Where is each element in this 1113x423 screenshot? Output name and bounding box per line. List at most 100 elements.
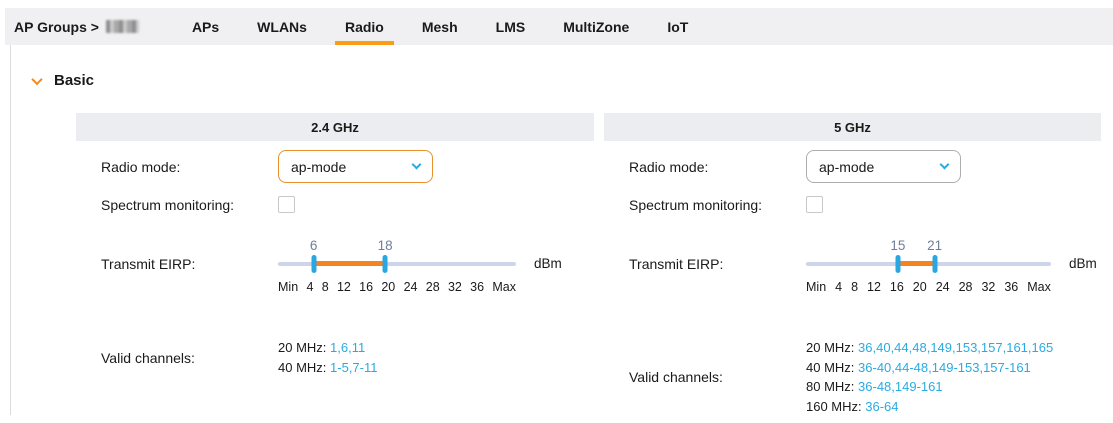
radio-mode-label: Radio mode: bbox=[629, 158, 709, 175]
transmit-eirp-label: Transmit EIRP: bbox=[101, 256, 196, 272]
valid-channels-label: Valid channels: bbox=[629, 369, 723, 385]
eirp-min-value: 6 bbox=[309, 238, 318, 253]
channel-row: 20 MHz: 36,40,44,48,149,153,157,161,165 bbox=[806, 338, 1053, 358]
slider-selected-range bbox=[897, 261, 935, 266]
channel-row: 40 MHz: 36-40,44-48,149-153,157-161 bbox=[806, 358, 1053, 378]
tick-label: Max bbox=[1027, 280, 1051, 294]
tick-label: 16 bbox=[889, 280, 904, 294]
radio-mode-row: Radio mode: ap-mode bbox=[604, 150, 1101, 183]
tick-label: 24 bbox=[935, 280, 950, 294]
radio-mode-value: ap-mode bbox=[291, 158, 347, 175]
radio-mode-select-5ghz[interactable]: ap-mode bbox=[806, 150, 961, 183]
spectrum-monitoring-label: Spectrum monitoring: bbox=[101, 196, 235, 213]
tab-iot[interactable]: IoT bbox=[667, 18, 689, 35]
panel-2-4ghz: 2.4 GHz Radio mode: ap-mode Spectrum mon… bbox=[76, 113, 594, 416]
channel-list-link[interactable]: 1,6,11 bbox=[330, 340, 366, 355]
channel-list-link[interactable]: 36-64 bbox=[865, 398, 899, 414]
channel-width-label: 20 MHz: bbox=[278, 340, 327, 355]
tick-label: 32 bbox=[447, 280, 462, 294]
transmit-eirp-control: 6 18 Min 4 8 12 16 20 24 28 bbox=[278, 231, 516, 294]
eirp-max-handle[interactable]: 18 bbox=[378, 238, 393, 273]
breadcrumb-redacted-group-name bbox=[105, 20, 139, 33]
eirp-min-value: 15 bbox=[890, 238, 906, 253]
panel-title-5ghz: 5 GHz bbox=[604, 113, 1101, 141]
section-basic-header[interactable]: Basic bbox=[31, 72, 1113, 89]
channel-width-label: 80 MHz: bbox=[806, 379, 855, 394]
valid-channels-row: Valid channels: 20 MHz: 36,40,44,48,149,… bbox=[604, 338, 1101, 416]
chevron-down-icon bbox=[411, 159, 422, 170]
tick-label: Max bbox=[492, 280, 516, 294]
radio-mode-row: Radio mode: ap-mode bbox=[76, 150, 594, 183]
tick-label: 28 bbox=[958, 280, 973, 294]
eirp-max-value: 21 bbox=[927, 238, 943, 253]
breadcrumb[interactable]: AP Groups > bbox=[14, 19, 139, 35]
channel-list-link[interactable]: 1-5,7-11 bbox=[330, 359, 378, 375]
tick-label: 20 bbox=[912, 280, 927, 294]
channel-list-link[interactable]: 36-48,149-161 bbox=[858, 379, 943, 394]
transmit-eirp-slider-24ghz[interactable]: 6 18 bbox=[278, 238, 516, 273]
eirp-max-value: 18 bbox=[377, 238, 393, 253]
panel-5ghz: 5 GHz Radio mode: ap-mode Spectrum monit… bbox=[604, 113, 1101, 416]
tick-label: 36 bbox=[470, 280, 485, 294]
tick-label: 16 bbox=[359, 280, 374, 294]
tick-label: 32 bbox=[981, 280, 996, 294]
tick-label: 20 bbox=[381, 280, 396, 294]
channel-list-link[interactable]: 36,40,44,48,149,153,157,161,165 bbox=[858, 340, 1054, 355]
radio-mode-select-24ghz[interactable]: ap-mode bbox=[278, 150, 433, 183]
channel-width-label: 20 MHz: bbox=[806, 340, 855, 355]
tick-label: 4 bbox=[306, 280, 314, 294]
breadcrumb-text: AP Groups > bbox=[14, 18, 99, 35]
tick-label: 8 bbox=[321, 280, 329, 294]
tabs: APs WLANs Radio Mesh LMS MultiZone IoT bbox=[173, 8, 707, 45]
transmit-eirp-row: Transmit EIRP: 6 18 Min 4 bbox=[76, 231, 594, 294]
tab-wlans[interactable]: WLANs bbox=[257, 18, 307, 35]
eirp-min-handle[interactable]: 15 bbox=[890, 238, 905, 273]
spectrum-monitoring-label: Spectrum monitoring: bbox=[629, 196, 763, 213]
radio-mode-label: Radio mode: bbox=[101, 158, 181, 175]
channel-width-label: 40 MHz: bbox=[806, 359, 855, 375]
valid-channels-label: Valid channels: bbox=[101, 349, 195, 366]
section-title: Basic bbox=[54, 72, 95, 89]
tick-label: 28 bbox=[425, 280, 440, 294]
spectrum-monitoring-row: Spectrum monitoring: bbox=[604, 196, 1101, 213]
tab-lms[interactable]: LMS bbox=[495, 18, 526, 35]
channel-row: 160 MHz: 36-64 bbox=[806, 397, 1053, 417]
tick-label: Min bbox=[278, 280, 299, 294]
radio-panels: 2.4 GHz Radio mode: ap-mode Spectrum mon… bbox=[76, 113, 1113, 416]
channel-width-label: 160 MHz: bbox=[806, 398, 862, 414]
chevron-down-icon bbox=[939, 159, 950, 170]
channel-row: 80 MHz: 36-48,149-161 bbox=[806, 377, 1053, 397]
eirp-unit-label: dBm bbox=[534, 256, 562, 271]
spectrum-monitoring-row: Spectrum monitoring: bbox=[76, 196, 594, 213]
panel-title-2-4ghz: 2.4 GHz bbox=[76, 113, 594, 141]
tab-multizone[interactable]: MultiZone bbox=[563, 18, 630, 35]
eirp-max-handle[interactable]: 21 bbox=[927, 238, 942, 273]
slider-track[interactable] bbox=[278, 262, 516, 266]
tab-radio[interactable]: Radio bbox=[334, 8, 394, 45]
channel-row: 20 MHz: 1,6,11 bbox=[278, 338, 378, 358]
channel-row: 40 MHz: 1-5,7-11 bbox=[278, 358, 378, 378]
transmit-eirp-slider-5ghz[interactable]: 15 21 bbox=[806, 238, 1051, 273]
chevron-down-icon bbox=[31, 73, 43, 85]
channel-list-link[interactable]: 36-40,44-48,149-153,157-161 bbox=[858, 359, 1031, 375]
tick-label: 4 bbox=[835, 280, 843, 294]
radio-mode-value: ap-mode bbox=[819, 158, 875, 175]
valid-channels-list: 20 MHz: 36,40,44,48,149,153,157,161,165 … bbox=[806, 338, 1053, 416]
valid-channels-list: 20 MHz: 1,6,11 40 MHz: 1-5,7-11 bbox=[278, 338, 378, 377]
tick-label: 8 bbox=[851, 280, 859, 294]
eirp-unit-label: dBm bbox=[1069, 256, 1097, 271]
slider-selected-range bbox=[313, 261, 386, 266]
eirp-min-handle[interactable]: 6 bbox=[310, 238, 317, 273]
spectrum-monitoring-checkbox-5ghz[interactable] bbox=[806, 196, 823, 213]
spectrum-monitoring-checkbox-24ghz[interactable] bbox=[278, 196, 295, 213]
transmit-eirp-label: Transmit EIRP: bbox=[629, 256, 724, 272]
tab-aps[interactable]: APs bbox=[191, 18, 220, 35]
content-area: Basic 2.4 GHz Radio mode: ap-mode Spectr… bbox=[10, 45, 1113, 415]
tick-label: Min bbox=[806, 280, 827, 294]
tick-label: 12 bbox=[867, 280, 881, 294]
tick-label: 36 bbox=[1004, 280, 1019, 294]
tab-mesh[interactable]: Mesh bbox=[421, 18, 458, 35]
transmit-eirp-row: Transmit EIRP: 15 21 Min 4 bbox=[604, 231, 1101, 294]
valid-channels-row: Valid channels: 20 MHz: 1,6,11 40 MHz: 1… bbox=[76, 338, 594, 377]
tick-label: 12 bbox=[336, 280, 351, 294]
